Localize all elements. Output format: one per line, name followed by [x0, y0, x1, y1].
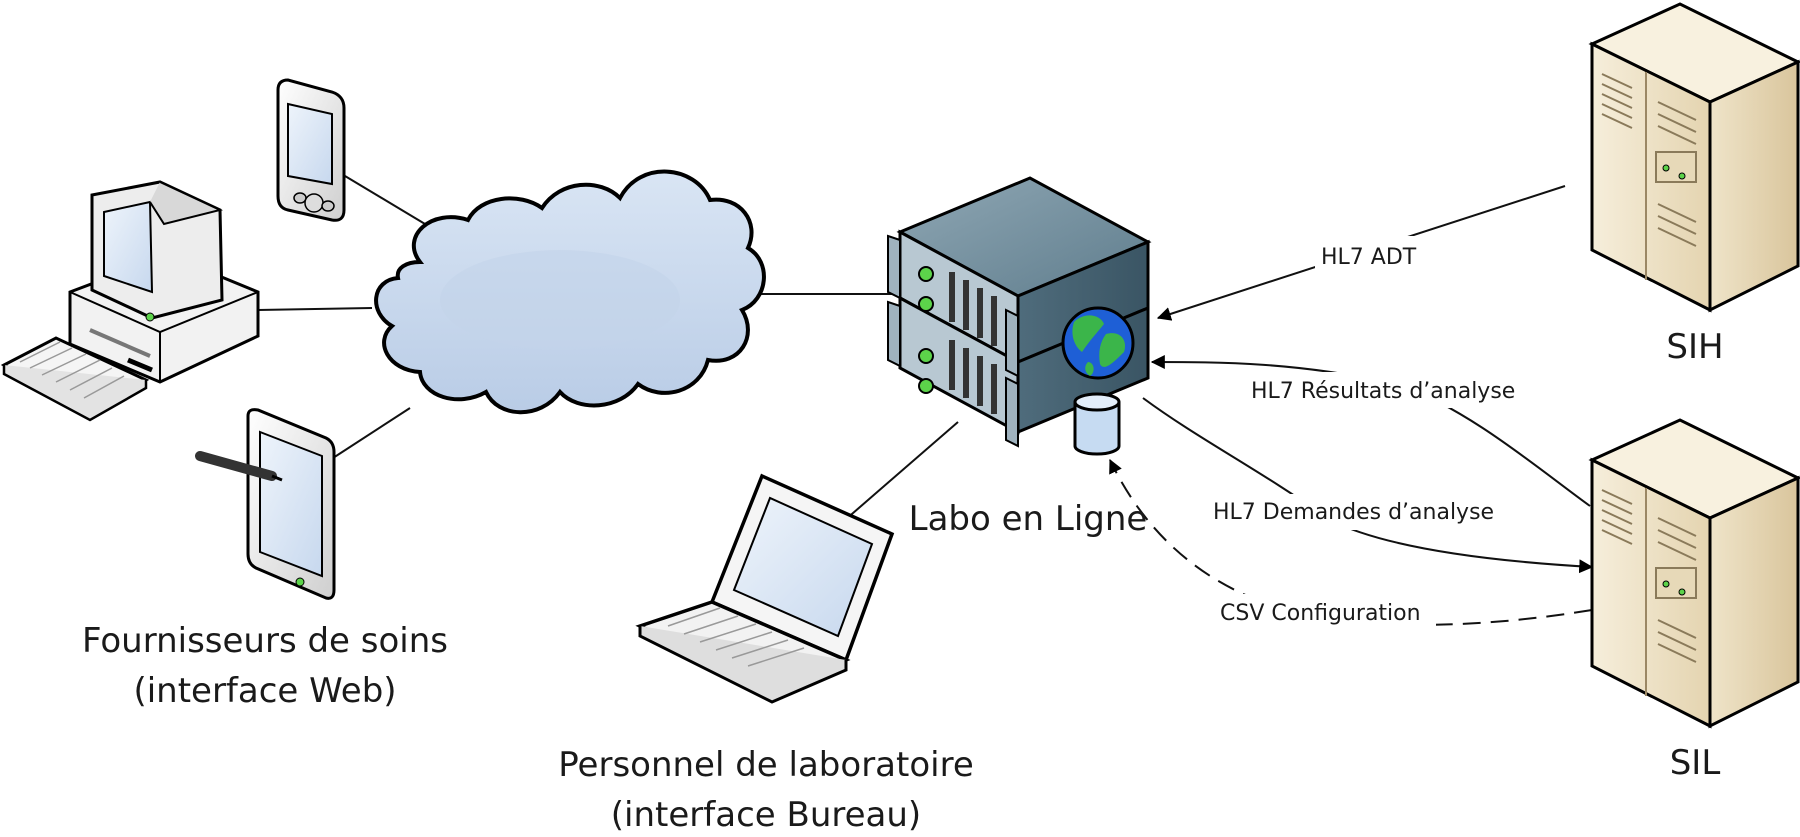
database-icon — [1073, 392, 1121, 456]
tower-server-icon — [1588, 418, 1800, 729]
label-hl7-adt: HL7 ADT — [1321, 245, 1417, 270]
label-labo-en-ligne: Labo en Ligne — [909, 499, 1148, 539]
link-laptop-server — [844, 421, 959, 521]
link-desktop-cloud — [257, 307, 373, 311]
arrow-requests — [1142, 397, 1594, 574]
label-csv-configuration: CSV Configuration — [1220, 601, 1421, 626]
globe-icon — [1061, 306, 1135, 380]
label-providers-line2: (interface Web) — [133, 671, 396, 711]
tablet-icon — [195, 408, 336, 600]
cloud-icon — [374, 169, 766, 415]
tower-server-icon — [1588, 2, 1800, 313]
label-sih: SIH — [1666, 327, 1723, 367]
desktop-computer-icon — [0, 180, 260, 422]
label-sil: SIL — [1670, 743, 1721, 783]
label-lab-staff-line1: Personnel de laboratoire — [558, 745, 974, 785]
link-tablet-cloud — [332, 407, 411, 459]
label-bg — [1207, 494, 1503, 530]
label-bg — [1214, 594, 1436, 630]
pda-icon — [276, 78, 346, 222]
arrow-csv — [1109, 458, 1593, 626]
label-bg — [1315, 236, 1419, 274]
label-bg — [1245, 372, 1527, 408]
label-hl7-results: HL7 Résultats d’analyse — [1251, 379, 1515, 404]
laptop-icon — [635, 473, 895, 704]
label-lab-staff-line2: (interface Bureau) — [611, 795, 921, 835]
label-providers-line1: Fournisseurs de soins — [82, 621, 448, 661]
label-hl7-requests: HL7 Demandes d’analyse — [1213, 500, 1494, 525]
